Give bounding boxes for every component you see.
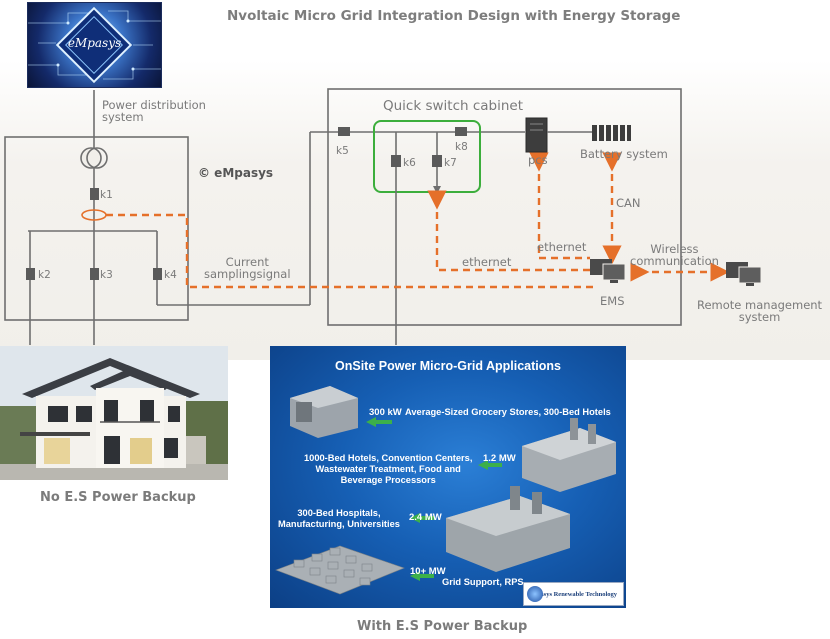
badge-logo-icon [527, 586, 543, 602]
ethernet-label-1: ethernet [537, 240, 587, 254]
diagram-background [0, 60, 830, 360]
row-2-capacity: 1.2 MW [483, 453, 516, 464]
row-3-description: 300-Bed Hospitals, Manufacturing, Univer… [278, 508, 400, 529]
switch-k6-label: k6 [403, 157, 416, 169]
switch-k3 [90, 268, 99, 280]
logo-text: eMpasys [67, 36, 122, 50]
battery-system-label: Battery system [580, 147, 668, 161]
switch-k1-label: k1 [100, 189, 113, 201]
plant-1-icon [522, 418, 616, 492]
left-enclosure [4, 136, 189, 321]
switch-k8 [455, 127, 467, 136]
generator-icon [290, 386, 358, 438]
micro-grid-diagram [4, 88, 762, 345]
switch-k4 [153, 268, 162, 280]
switch-k2 [26, 268, 35, 280]
pcs-icon [525, 117, 548, 153]
pcs-label: pcs [528, 153, 548, 167]
switch-k6 [391, 155, 401, 167]
quick-switch-cabinet-label: Quick switch cabinet [383, 98, 524, 114]
empasys-badge: eMpasys Renewable Technology [523, 582, 624, 606]
switch-k4-label: k4 [164, 269, 177, 281]
grid-field-icon [275, 545, 405, 595]
switch-k8-label: k8 [455, 141, 468, 153]
row-1-capacity: 300 kW [369, 407, 402, 418]
ems-icon [590, 259, 626, 283]
no-backup-caption: No E.S Power Backup [40, 490, 196, 505]
applications-panel: OnSite Power Micro-Grid Applications 300… [270, 346, 626, 608]
row-4-capacity: 10+ MW [410, 566, 446, 577]
remote-management-label: Remote management system [697, 298, 823, 324]
panel-title: OnSite Power Micro-Grid Applications [335, 359, 561, 373]
communication-lines [106, 152, 730, 289]
current-sampling-signal-label: Current samplingsignal [204, 255, 291, 281]
switch-k5-label: k5 [336, 145, 349, 157]
switch-k1 [90, 188, 99, 200]
row-1-description: Average-Sized Grocery Stores, 300-Bed Ho… [405, 407, 611, 417]
badge-text: eMpasys Renewable Technology [527, 590, 617, 598]
empasys-logo: eMpasys [27, 2, 162, 88]
green-arrows [366, 417, 502, 581]
power-distribution-label: Power distribution system [102, 98, 206, 124]
with-backup-caption: With E.S Power Backup [357, 619, 528, 634]
switch-k2-label: k2 [38, 269, 51, 281]
remote-management-icon [726, 262, 762, 286]
copyright-label: © eMpasys [198, 166, 274, 180]
plant-2-icon [446, 486, 570, 572]
wireless-communication-label: Wireless communication [630, 242, 719, 268]
row-3-capacity: 2.4 MW [409, 512, 442, 523]
row-4-description: Grid Support, RPS [442, 577, 524, 587]
ems-label: EMS [600, 294, 625, 308]
switch-k7-label: k7 [444, 157, 457, 169]
switch-k5 [338, 127, 350, 136]
house-photo [0, 346, 228, 480]
switch-k3-label: k3 [100, 269, 113, 281]
transformer-icon [80, 147, 102, 169]
row-2-description: 1000-Bed Hotels, Convention Centers, Was… [304, 453, 473, 485]
switch-group-box [373, 120, 481, 193]
switch-k7 [432, 155, 442, 167]
page-title: Nvoltaic Micro Grid Integration Design w… [227, 8, 681, 24]
battery-icon [592, 125, 631, 141]
ethernet-label-2: ethernet [462, 255, 512, 269]
can-label: CAN [616, 196, 641, 210]
quick-switch-cabinet [327, 88, 682, 326]
